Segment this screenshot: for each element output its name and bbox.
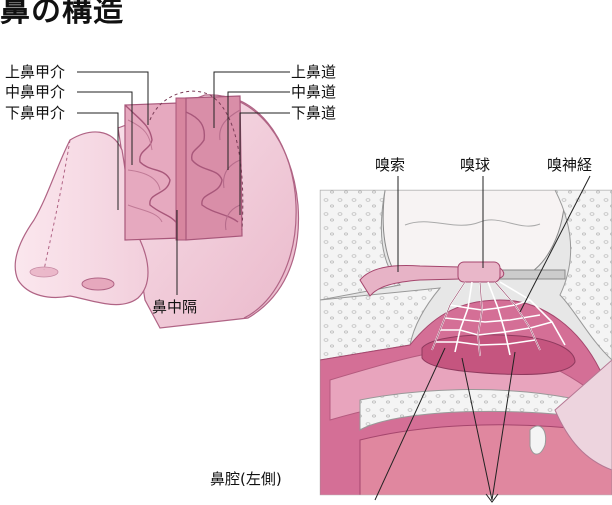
right-leader-lines <box>374 175 591 503</box>
nostril <box>81 277 115 291</box>
page-title: 鼻の構造 <box>0 0 124 29</box>
left-leader-lines <box>77 71 290 295</box>
tube-end-cap <box>219 95 297 319</box>
label-nasal-cavity-left: 鼻腔(左側) <box>210 470 282 488</box>
label-middle-meatus: 中鼻道 <box>291 83 337 101</box>
left-turbinate-section <box>124 102 181 241</box>
label-olfactory-bulb: 嗅球 <box>460 156 491 174</box>
label-upper-meatus: 上鼻道 <box>291 63 337 81</box>
label-lower-meatus: 下鼻道 <box>291 104 337 122</box>
external-nose <box>14 131 149 306</box>
label-middle-turbinate: 中鼻甲介 <box>5 83 66 101</box>
label-lower-turbinate: 下鼻甲介 <box>5 104 66 122</box>
nose-3d-illustration <box>14 90 300 329</box>
cross-section-illustration <box>319 189 612 496</box>
label-olfactory-tract: 嗅索 <box>375 156 406 174</box>
label-nasal-septum: 鼻中隔 <box>152 298 198 316</box>
label-olfactory-nerve: 嗅神経 <box>547 156 593 174</box>
label-upper-turbinate: 上鼻甲介 <box>5 63 66 81</box>
olfactory-bulb <box>457 261 501 283</box>
